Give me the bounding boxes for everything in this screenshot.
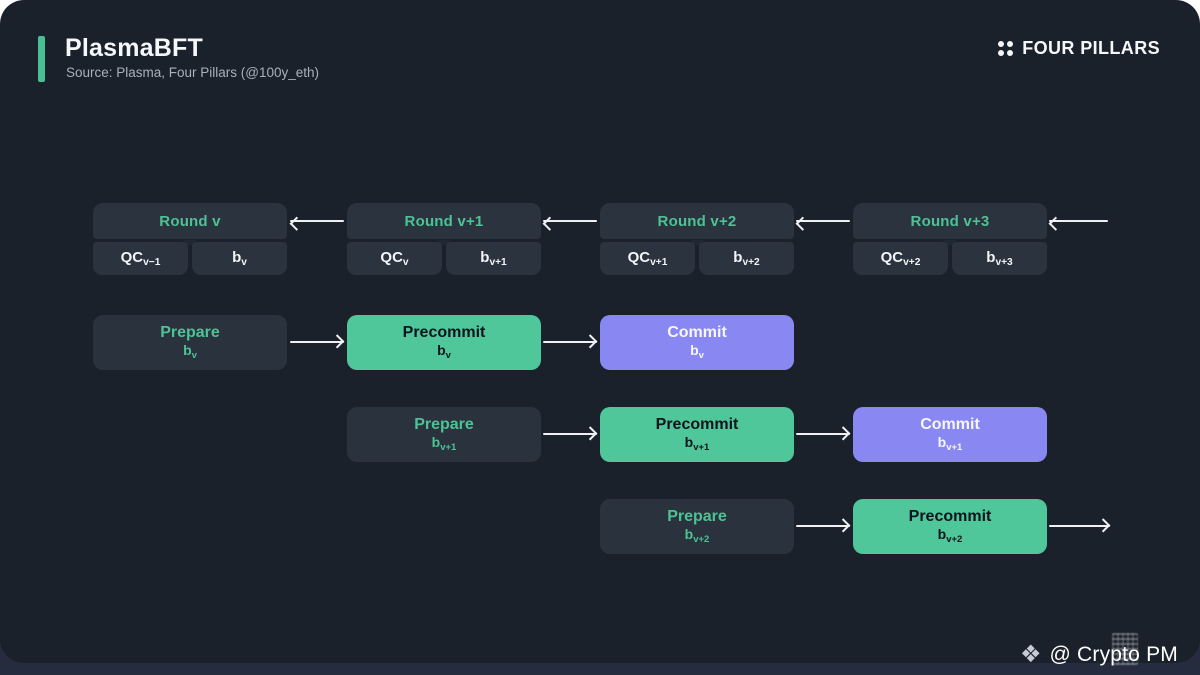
precommit-bv-box: Precommit bv [347,315,541,370]
page-title: PlasmaBFT [65,34,203,62]
round-v1-box: Round v+1 QCv bv+1 [347,203,541,275]
caret-down-icon [690,240,704,246]
caret-down-icon [943,240,957,246]
round-v1-label: Round v+1 [347,203,541,239]
crypto-pm-watermark: ❖ @ Crypto PM [1020,643,1178,667]
arrow-left-icon [796,215,850,227]
precommit-bv2-box: Precommit bv+2 [853,499,1047,554]
diamond-icon: ❖ [1019,641,1042,668]
qc-chip: QCv−1 [93,242,188,275]
round-v-label: Round v [93,203,287,239]
arrow-right-icon [796,520,850,532]
round-v3-box: Round v+3 QCv+2 bv+3 [853,203,1047,275]
qc-chip: QCv [347,242,442,275]
caret-down-icon [183,240,197,246]
prepare-bv1-box: Prepare bv+1 [347,407,541,462]
watermark-artifact [1112,633,1138,665]
block-chip: bv+2 [699,242,794,275]
commit-bv1-box: Commit bv+1 [853,407,1047,462]
four-dots-icon [998,41,1014,56]
block-chip: bv+3 [952,242,1047,275]
source-caption: Source: Plasma, Four Pillars (@100y_eth) [66,65,320,80]
commit-bv-box: Commit bv [600,315,794,370]
prepare-bv2-box: Prepare bv+2 [600,499,794,554]
brand-name: FOUR PILLARS [1022,38,1160,58]
arrow-right-icon [796,428,850,440]
arrow-left-icon [543,215,597,227]
arrow-left-icon [290,215,344,227]
round-v-box: Round v QCv−1 bv [93,203,287,275]
watermark-text: @ Crypto PM [1049,643,1178,666]
round-v3-label: Round v+3 [853,203,1047,239]
block-chip: bv+1 [446,242,541,275]
arrow-right-icon [1049,520,1110,532]
block-chip: bv [192,242,287,275]
round-v2-box: Round v+2 QCv+1 bv+2 [600,203,794,275]
arrow-right-icon [290,336,344,348]
qc-chip: QCv+1 [600,242,695,275]
precommit-bv1-box: Precommit bv+1 [600,407,794,462]
arrow-right-icon [543,428,597,440]
title-accent-bar [38,36,45,82]
arrow-left-icon [1049,215,1108,227]
prepare-bv-box: Prepare bv [93,315,287,370]
qc-chip: QCv+2 [853,242,948,275]
four-pillars-logo: FOUR PILLARS [998,38,1160,59]
round-v2-label: Round v+2 [600,203,794,239]
caret-down-icon [437,240,451,246]
arrow-right-icon [543,336,597,348]
